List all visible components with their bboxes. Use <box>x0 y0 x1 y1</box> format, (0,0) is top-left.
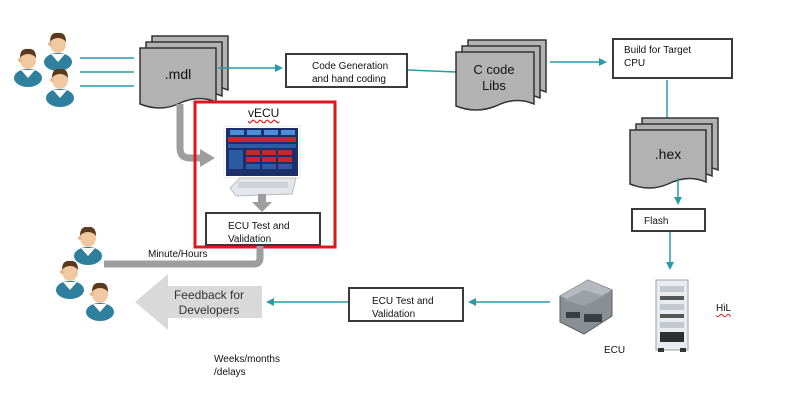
developer-group-bottom <box>56 226 114 321</box>
vecu-highlight-box <box>193 100 337 249</box>
developer-icon <box>56 260 84 299</box>
ecu-label: ECU <box>604 345 626 356</box>
hil-label: HiL <box>716 303 732 314</box>
vecu-test-label: ECU Test and Validation <box>228 221 290 245</box>
hex-doc-stack <box>629 117 719 189</box>
developer-icon <box>46 68 74 107</box>
developer-lines <box>80 57 134 87</box>
c-code-doc-stack <box>455 39 547 111</box>
flash-box: Flash <box>631 208 706 232</box>
minute-hours-label: Minute/Hours <box>148 249 208 260</box>
developer-icon <box>44 32 72 71</box>
hex-label: .hex <box>654 146 682 162</box>
build-target-label: Build for Target CPU <box>624 45 692 69</box>
build-target-box: Build for Target CPU <box>612 38 733 79</box>
mdl-doc-stack <box>139 35 229 109</box>
vecu-image <box>223 125 301 197</box>
ecu-hardware-image <box>559 279 613 335</box>
flash-label: Flash <box>644 216 669 227</box>
c-code-label: C code Libs <box>473 62 515 93</box>
code-generation-label: Code Generation and hand coding <box>312 61 389 85</box>
mdl-label: .mdl <box>164 66 192 82</box>
feedback-label: Feedback for Developers <box>173 288 245 317</box>
developer-icon <box>86 282 114 321</box>
vecu-title: vECU <box>248 106 280 120</box>
developer-icon <box>14 48 42 87</box>
ecu-test-label: ECU Test and Validation <box>372 296 434 320</box>
code-generation-box: Code Generation and hand coding <box>285 53 408 88</box>
ecu-test-box: ECU Test and Validation <box>348 287 464 322</box>
mdl-to-vecu-arrow <box>176 104 215 167</box>
vecu-test-box: ECU Test and Validation <box>205 212 321 246</box>
vecu-down-arrow <box>252 194 272 212</box>
vecu-feedback-arrow <box>104 246 264 268</box>
hil-rack-image <box>655 279 689 352</box>
weeks-months-label: Weeks/months /delays <box>214 354 280 378</box>
developer-group-top <box>14 32 74 107</box>
feedback-arrow <box>135 274 262 330</box>
developer-icon <box>74 226 102 265</box>
